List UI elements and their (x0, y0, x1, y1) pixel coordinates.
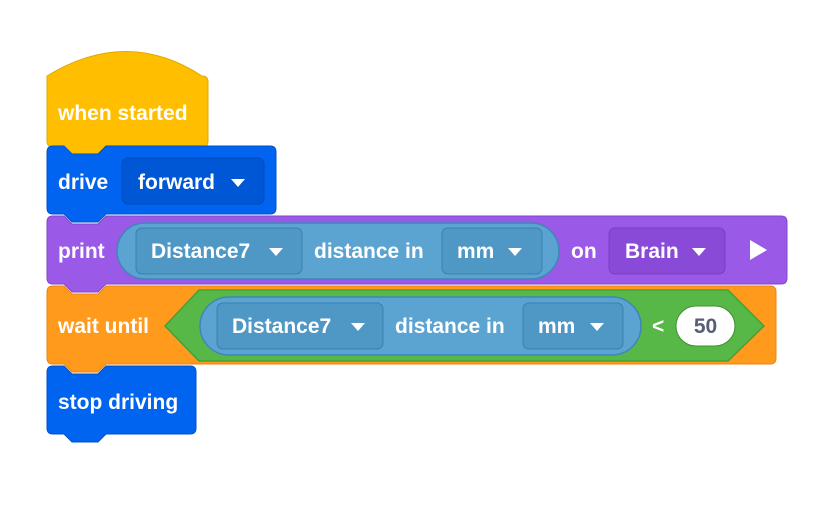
chevron-down-icon (351, 323, 365, 331)
chevron-down-icon (508, 248, 522, 256)
print-unit-dropdown[interactable]: mm (441, 227, 543, 275)
drive-label: drive (58, 171, 108, 194)
chevron-down-icon (692, 248, 706, 256)
wait-distance-reporter[interactable]: Distance7 distance in mm (199, 296, 642, 356)
chevron-down-icon (590, 323, 604, 331)
print-label: print (58, 240, 105, 263)
print-sensor-value: Distance7 (151, 240, 250, 263)
print-target-dropdown[interactable]: Brain (608, 227, 726, 275)
wait-until-label: wait until (57, 315, 149, 338)
operator-symbol: < (652, 315, 664, 338)
drive-direction-value: forward (138, 171, 215, 194)
wait-sensor-value: Distance7 (232, 315, 331, 338)
less-than-operator[interactable]: Distance7 distance in mm < 50 (163, 289, 766, 362)
print-target-value: Brain (625, 240, 679, 263)
print-distance-text: distance in (314, 240, 424, 263)
print-sensor-dropdown[interactable]: Distance7 (135, 227, 303, 275)
print-distance-reporter[interactable]: Distance7 distance in mm (116, 222, 560, 280)
expand-arrow-icon[interactable] (750, 240, 767, 260)
stop-driving-block[interactable]: stop driving (46, 365, 197, 443)
wait-sensor-dropdown[interactable]: Distance7 (216, 302, 384, 350)
drive-direction-dropdown[interactable]: forward (121, 157, 265, 205)
print-on-label: on (571, 240, 597, 263)
wait-unit-dropdown[interactable]: mm (522, 302, 624, 350)
wait-distance-text: distance in (395, 315, 505, 338)
when-started-block[interactable]: when started (46, 51, 209, 156)
drive-block[interactable]: drive forward (46, 145, 277, 223)
comparison-value: 50 (694, 315, 717, 338)
wait-unit-value: mm (538, 315, 575, 338)
wait-until-block[interactable]: wait until Distance7 distance in mm < (46, 285, 777, 373)
chevron-down-icon (231, 179, 245, 187)
when-started-label: when started (57, 102, 188, 125)
chevron-down-icon (269, 248, 283, 256)
print-unit-value: mm (457, 240, 494, 263)
comparison-value-input[interactable]: 50 (675, 305, 736, 347)
stop-driving-label: stop driving (58, 391, 178, 414)
print-block[interactable]: print Distance7 distance in mm on Brain (46, 215, 788, 293)
stop-driving-block-shape (46, 365, 197, 443)
